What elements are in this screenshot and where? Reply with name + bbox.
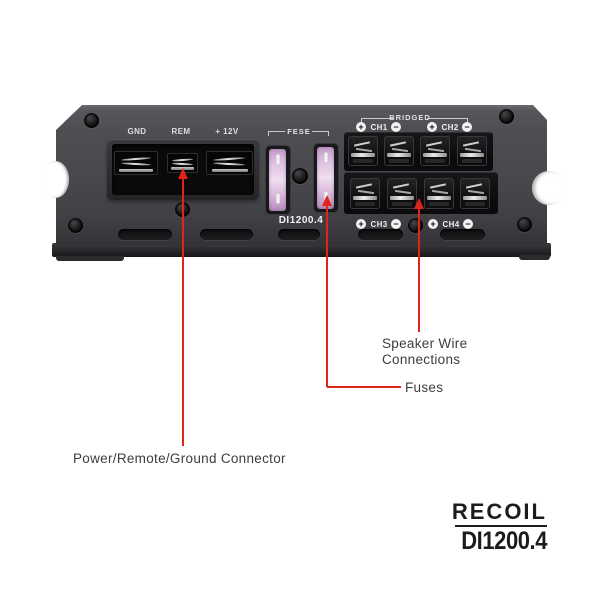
fuse-contact <box>276 154 280 165</box>
callout-line-speaker <box>418 209 420 332</box>
fuse-contact <box>324 152 328 163</box>
polarity-plus: + <box>356 219 366 229</box>
fuse-body <box>317 147 334 209</box>
ch2-label: CH2 <box>441 123 459 132</box>
fuse-bracket <box>328 131 329 136</box>
callout-line-power <box>182 179 184 446</box>
fuse-body <box>269 149 286 211</box>
fuse-bracket <box>312 131 329 132</box>
fuse-bracket <box>268 131 269 136</box>
speaker-callout-line2: Connections <box>382 351 461 367</box>
bridged-bracket <box>361 118 394 119</box>
speaker-terminal <box>384 136 414 166</box>
rem-label: REM <box>171 127 191 136</box>
screw <box>68 218 83 233</box>
ch1-label: CH1 <box>370 123 388 132</box>
amp-foot-left <box>56 256 124 261</box>
callout-arrow-fuses <box>322 195 332 206</box>
screw <box>408 218 423 233</box>
panel-notch-right <box>532 171 566 205</box>
fuse-bracket <box>268 131 285 132</box>
speaker-callout-line1: Speaker Wire <box>382 336 468 351</box>
speaker-terminal <box>350 178 380 209</box>
logo-rule <box>455 525 547 527</box>
amp-base-plate <box>52 243 551 257</box>
panel-notch-left <box>42 161 69 198</box>
polarity-minus: − <box>391 122 401 132</box>
power-callout-label: Power/Remote/Ground Connector <box>73 451 286 466</box>
bridged-bracket <box>361 118 362 123</box>
speaker-terminal <box>424 178 454 209</box>
vent-slot <box>118 229 172 240</box>
callout-arrow-speaker <box>414 198 424 209</box>
speaker-callout-label: Speaker Wire Connections <box>382 336 467 367</box>
vent-slot <box>358 229 403 240</box>
screw <box>292 168 308 184</box>
amp-foot-right <box>519 255 550 260</box>
fuse-section-label: FESE <box>287 127 311 136</box>
brand-logo: RECOIL DI1200.4 <box>367 499 548 555</box>
polarity-plus: + <box>356 122 366 132</box>
speaker-terminal <box>387 178 417 209</box>
gnd-terminal <box>114 151 158 175</box>
model-number: DI1200.4 <box>461 527 547 555</box>
brand-name: RECOIL <box>451 499 547 524</box>
bridged-bracket <box>467 118 468 123</box>
polarity-plus: + <box>427 122 437 132</box>
polarity-minus: − <box>462 122 472 132</box>
callout-arrow-power <box>178 168 188 179</box>
vent-slot <box>440 229 485 240</box>
screw <box>517 217 532 232</box>
polarity-plus: + <box>428 219 438 229</box>
fuses-callout-label: Fuses <box>405 380 444 395</box>
ch4-label: CH4 <box>442 220 460 229</box>
fuse-contact <box>276 193 280 204</box>
callout-line-fuses <box>326 206 328 387</box>
vent-slot <box>278 229 320 240</box>
ch3-label: CH3 <box>370 220 388 229</box>
screw <box>499 109 514 124</box>
bridged-bracket <box>427 118 468 119</box>
speaker-terminal <box>420 136 450 166</box>
speaker-terminal <box>457 136 487 166</box>
screw <box>84 113 99 128</box>
panel-model-label: DI1200.4 <box>278 215 324 226</box>
callout-line-fuses <box>327 386 401 388</box>
speaker-terminal <box>460 178 490 209</box>
gnd-label: GND <box>127 127 147 136</box>
12v-terminal <box>206 151 253 175</box>
plus12v-label: + 12V <box>215 127 239 136</box>
vent-slot <box>200 229 253 240</box>
bridged-label: BRIDGED <box>389 113 431 122</box>
polarity-minus: − <box>391 219 401 229</box>
polarity-minus: − <box>463 219 473 229</box>
speaker-terminal <box>348 136 378 166</box>
